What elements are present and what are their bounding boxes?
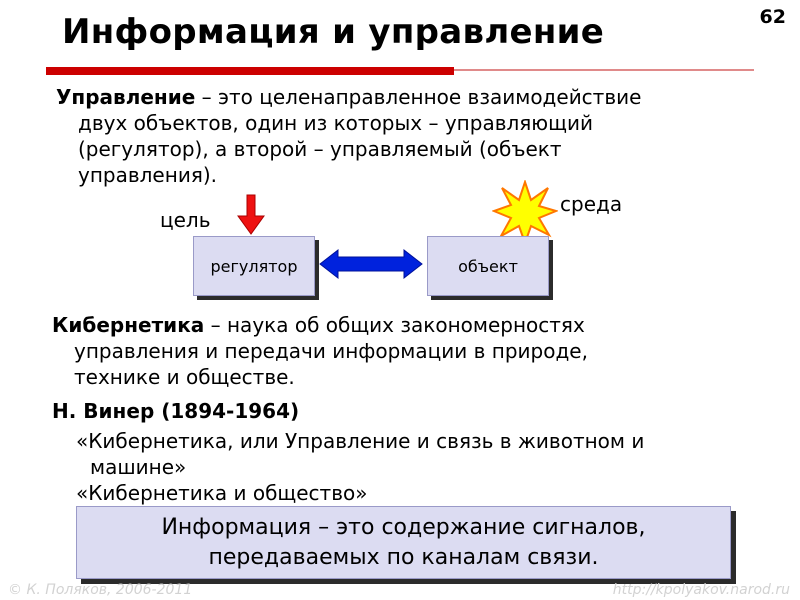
control-line3: (регулятор), а второй – управляемый (объ… <box>78 137 562 161</box>
title-underline-bar <box>46 67 454 75</box>
footer-url: http://kpolyakov.narod.ru <box>612 582 790 598</box>
goal-label: цель <box>160 208 211 232</box>
cybernetics-definition: Кибернетика – наука об общих закономерно… <box>52 312 792 390</box>
control-line1: – это целенаправленное взаимодействие <box>195 85 642 109</box>
environment-label: среда <box>560 192 623 216</box>
cybernetics-line2: управления и передачи информации в приро… <box>74 339 588 363</box>
regulator-box: регулятор <box>193 236 315 296</box>
slide-title: Информация и управление <box>62 12 605 52</box>
control-definition: Управление – это целенаправленное взаимо… <box>56 84 776 188</box>
object-box: объект <box>427 236 549 296</box>
book1-line2: машине» <box>90 455 187 479</box>
book1-line1: «Кибернетика, или Управление и связь в ж… <box>76 429 645 453</box>
bidirectional-arrow-icon <box>319 248 423 280</box>
definition-line2: передаваемых по каналам связи. <box>208 545 599 570</box>
slide-number: 62 <box>759 6 786 28</box>
control-line4: управления). <box>78 163 218 187</box>
cybernetics-line1: – наука об общих закономерностях <box>204 313 585 337</box>
information-definition-box: Информация – это содержание сигналов, пе… <box>76 506 731 579</box>
definition-line1: Информация – это содержание сигналов, <box>161 515 646 540</box>
book-title-1: «Кибернетика, или Управление и связь в ж… <box>76 428 776 480</box>
object-label: объект <box>458 256 518 276</box>
title-underline-line <box>454 69 754 71</box>
control-line2: двух объектов, один из которых – управля… <box>78 111 593 135</box>
goal-arrow-icon <box>237 194 265 235</box>
control-term: Управление <box>56 85 196 109</box>
book-title-2: «Кибернетика и общество» <box>76 481 368 505</box>
wiener-heading: Н. Винер (1894-1964) <box>52 399 300 423</box>
regulator-label: регулятор <box>210 256 298 276</box>
footer-copyright: © К. Поляков, 2006-2011 <box>8 582 193 598</box>
cybernetics-line3: технике и обществе. <box>74 365 295 389</box>
cybernetics-term: Кибернетика <box>52 313 205 337</box>
